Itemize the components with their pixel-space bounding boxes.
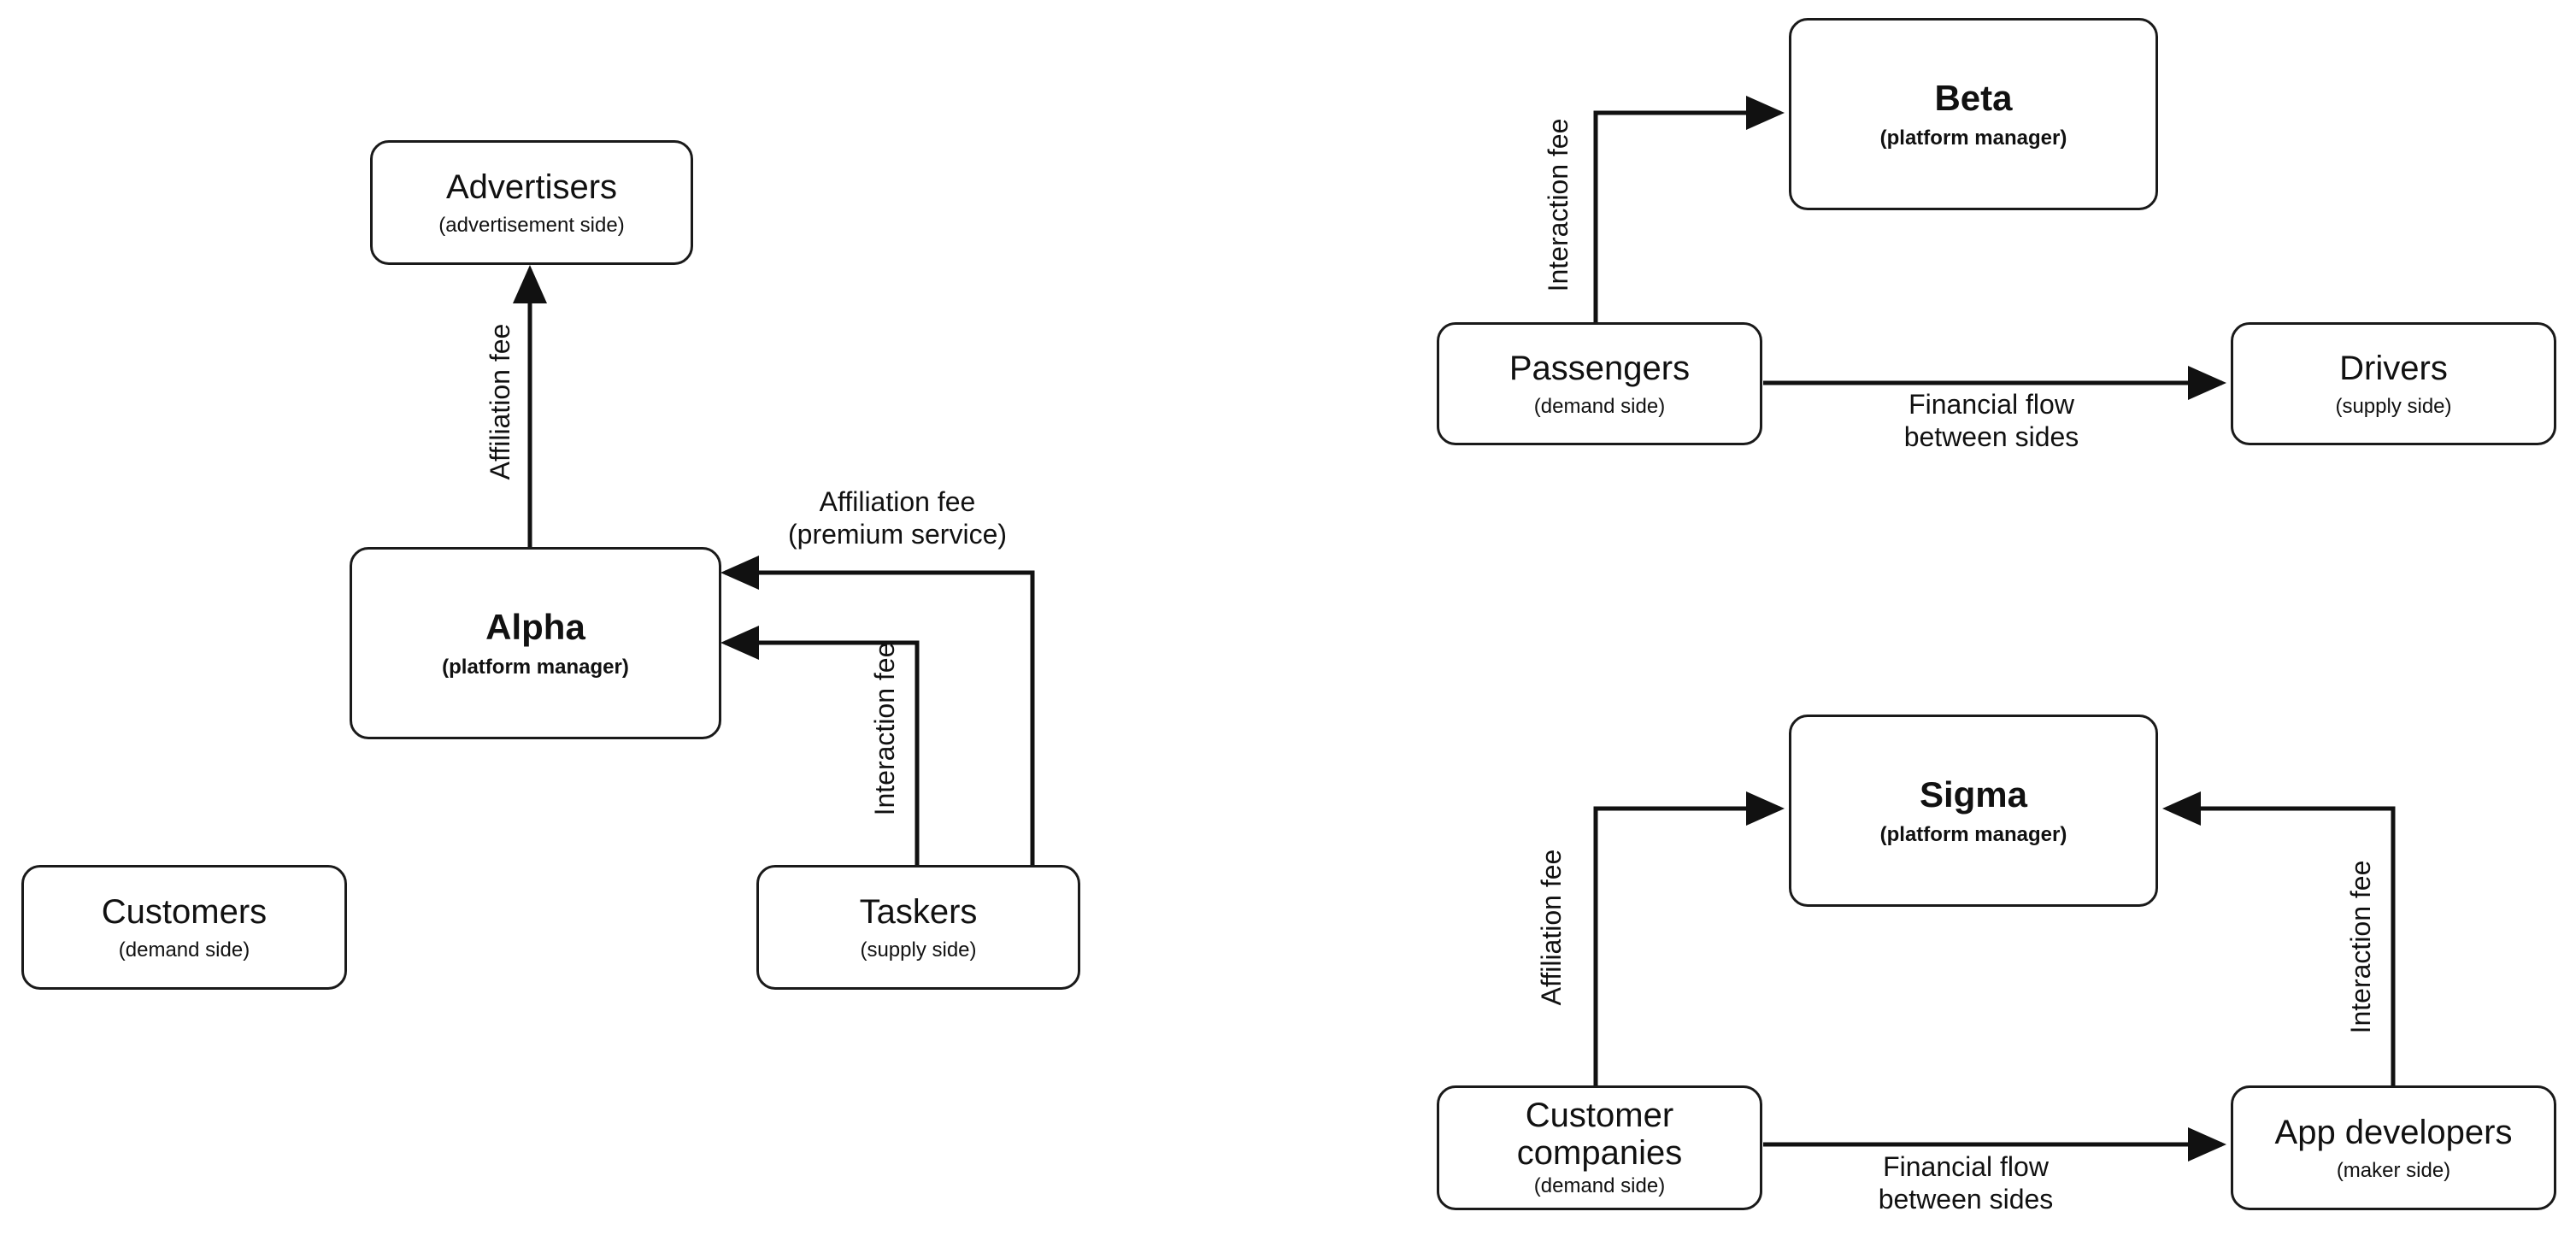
label-interaction-fee-taskers: Interaction fee	[869, 642, 900, 816]
arrow-customer-companies-to-sigma	[1593, 791, 1785, 1085]
drivers-title: Drivers	[2339, 350, 2448, 387]
label-financial-flow-beta: Financial flow between sides	[1863, 388, 2120, 454]
passengers-node: Passengers (demand side)	[1437, 322, 1762, 445]
sigma-subtitle: (platform manager)	[1879, 822, 2067, 846]
alpha-title: Alpha	[485, 607, 585, 648]
advertisers-title: Advertisers	[445, 168, 618, 206]
arrow-taskers-premium-to-alpha	[720, 556, 1035, 865]
label-affiliation-fee-premium-line1: Affiliation fee	[819, 486, 976, 517]
app-developers-subtitle: (maker side)	[2336, 1159, 2451, 1182]
app-developers-title: App developers	[2274, 1114, 2513, 1151]
taskers-title: Taskers	[859, 893, 978, 931]
app-developers-node: App developers (maker side)	[2231, 1085, 2556, 1210]
passengers-subtitle: (demand side)	[1533, 395, 1666, 418]
label-affiliation-fee-advertisers: Affiliation fee	[485, 323, 515, 480]
label-affiliation-fee-premium-line2: (premium service)	[787, 519, 1008, 550]
arrow-passengers-to-beta	[1593, 96, 1785, 322]
sigma-title: Sigma	[1919, 774, 2028, 815]
taskers-subtitle: (supply side)	[860, 938, 977, 962]
customers-node: Customers (demand side)	[21, 865, 347, 990]
advertisers-node: Advertisers (advertisement side)	[370, 140, 693, 265]
label-financial-flow-sigma-line1: Financial flow	[1883, 1151, 2049, 1182]
label-interaction-fee-sigma: Interaction fee	[2345, 860, 2376, 1034]
label-financial-flow-beta-line1: Financial flow	[1908, 389, 2074, 420]
alpha-platform-node: Alpha (platform manager)	[350, 547, 721, 739]
drivers-node: Drivers (supply side)	[2231, 322, 2556, 445]
beta-subtitle: (platform manager)	[1879, 126, 2067, 150]
customer-companies-title-line2: companies	[1516, 1134, 1683, 1172]
customers-title: Customers	[101, 893, 268, 931]
label-affiliation-fee-premium: Affiliation fee (premium service)	[769, 485, 1026, 551]
customers-subtitle: (demand side)	[118, 938, 250, 962]
beta-platform-node: Beta (platform manager)	[1789, 18, 2158, 210]
label-financial-flow-sigma-line2: between sides	[1878, 1184, 2054, 1215]
alpha-subtitle: (platform manager)	[442, 655, 629, 679]
customer-companies-subtitle: (demand side)	[1533, 1174, 1666, 1197]
arrow-app-developers-to-sigma	[2162, 791, 2396, 1085]
label-affiliation-fee-sigma: Affiliation fee	[1536, 849, 1567, 1006]
drivers-subtitle: (supply side)	[2335, 395, 2452, 418]
advertisers-subtitle: (advertisement side)	[438, 214, 625, 237]
label-financial-flow-beta-line2: between sides	[1903, 421, 2079, 453]
sigma-platform-node: Sigma (platform manager)	[1789, 715, 2158, 907]
customer-companies-title-line1: Customer	[1525, 1097, 1674, 1134]
arrow-taskers-interaction-to-alpha	[720, 626, 920, 865]
label-interaction-fee-beta: Interaction fee	[1543, 118, 1573, 292]
label-financial-flow-sigma: Financial flow between sides	[1838, 1150, 2094, 1216]
passengers-title: Passengers	[1509, 350, 1691, 387]
taskers-node: Taskers (supply side)	[756, 865, 1080, 990]
customer-companies-node: Customer companies (demand side)	[1437, 1085, 1762, 1210]
beta-title: Beta	[1934, 78, 2013, 119]
